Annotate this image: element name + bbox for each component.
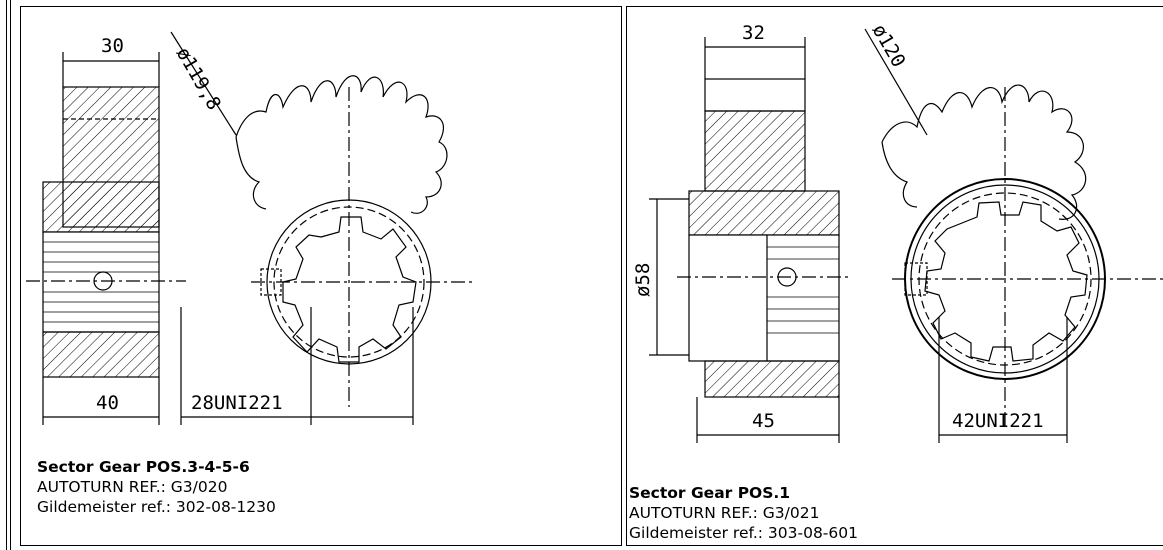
gear-drawing-panel-right: 32 ø120 ø58 45 42UNI221 Sector Gear POS.… (626, 6, 1163, 546)
dim-width-top: 30 (101, 35, 124, 57)
page-border-line (6, 0, 7, 550)
gildemeister-ref: Gildemeister ref.: 302-08-1230 (37, 498, 276, 516)
gear-drawing-panel-left: 30 ø119,8 40 28UNI221 Sector Gear POS.3-… (20, 6, 622, 546)
dim-width-bottom: 40 (96, 392, 119, 414)
dim-width-top: 32 (742, 22, 765, 44)
page-border-line (10, 0, 11, 550)
dim-width-bottom: 45 (752, 410, 775, 432)
front-view (881, 84, 1163, 427)
autoturn-ref: AUTOTURN REF.: G3/020 (37, 478, 228, 496)
dim-diameter: ø120 (868, 21, 910, 72)
technical-drawing-left: 30 ø119,8 40 28UNI221 (26, 31, 476, 425)
side-view (649, 28, 1068, 443)
part-title: Sector Gear POS.1 (629, 484, 791, 502)
front-view (235, 75, 476, 407)
technical-drawing-right: 32 ø120 ø58 45 42UNI221 (632, 21, 1163, 443)
dim-bore: ø58 (632, 263, 654, 297)
dim-spline: 42UNI221 (952, 410, 1044, 432)
dim-spline: 28UNI221 (191, 392, 283, 414)
gildemeister-ref: Gildemeister ref.: 303-08-601 (629, 524, 858, 542)
side-view (26, 31, 414, 425)
dim-diameter: ø119,8 (172, 44, 225, 114)
part-caption-right: Sector Gear POS.1 AUTOTURN REF.: G3/021 … (629, 483, 858, 543)
autoturn-ref: AUTOTURN REF.: G3/021 (629, 504, 820, 522)
part-caption-left: Sector Gear POS.3-4-5-6 AUTOTURN REF.: G… (37, 457, 276, 517)
part-title: Sector Gear POS.3-4-5-6 (37, 458, 250, 476)
